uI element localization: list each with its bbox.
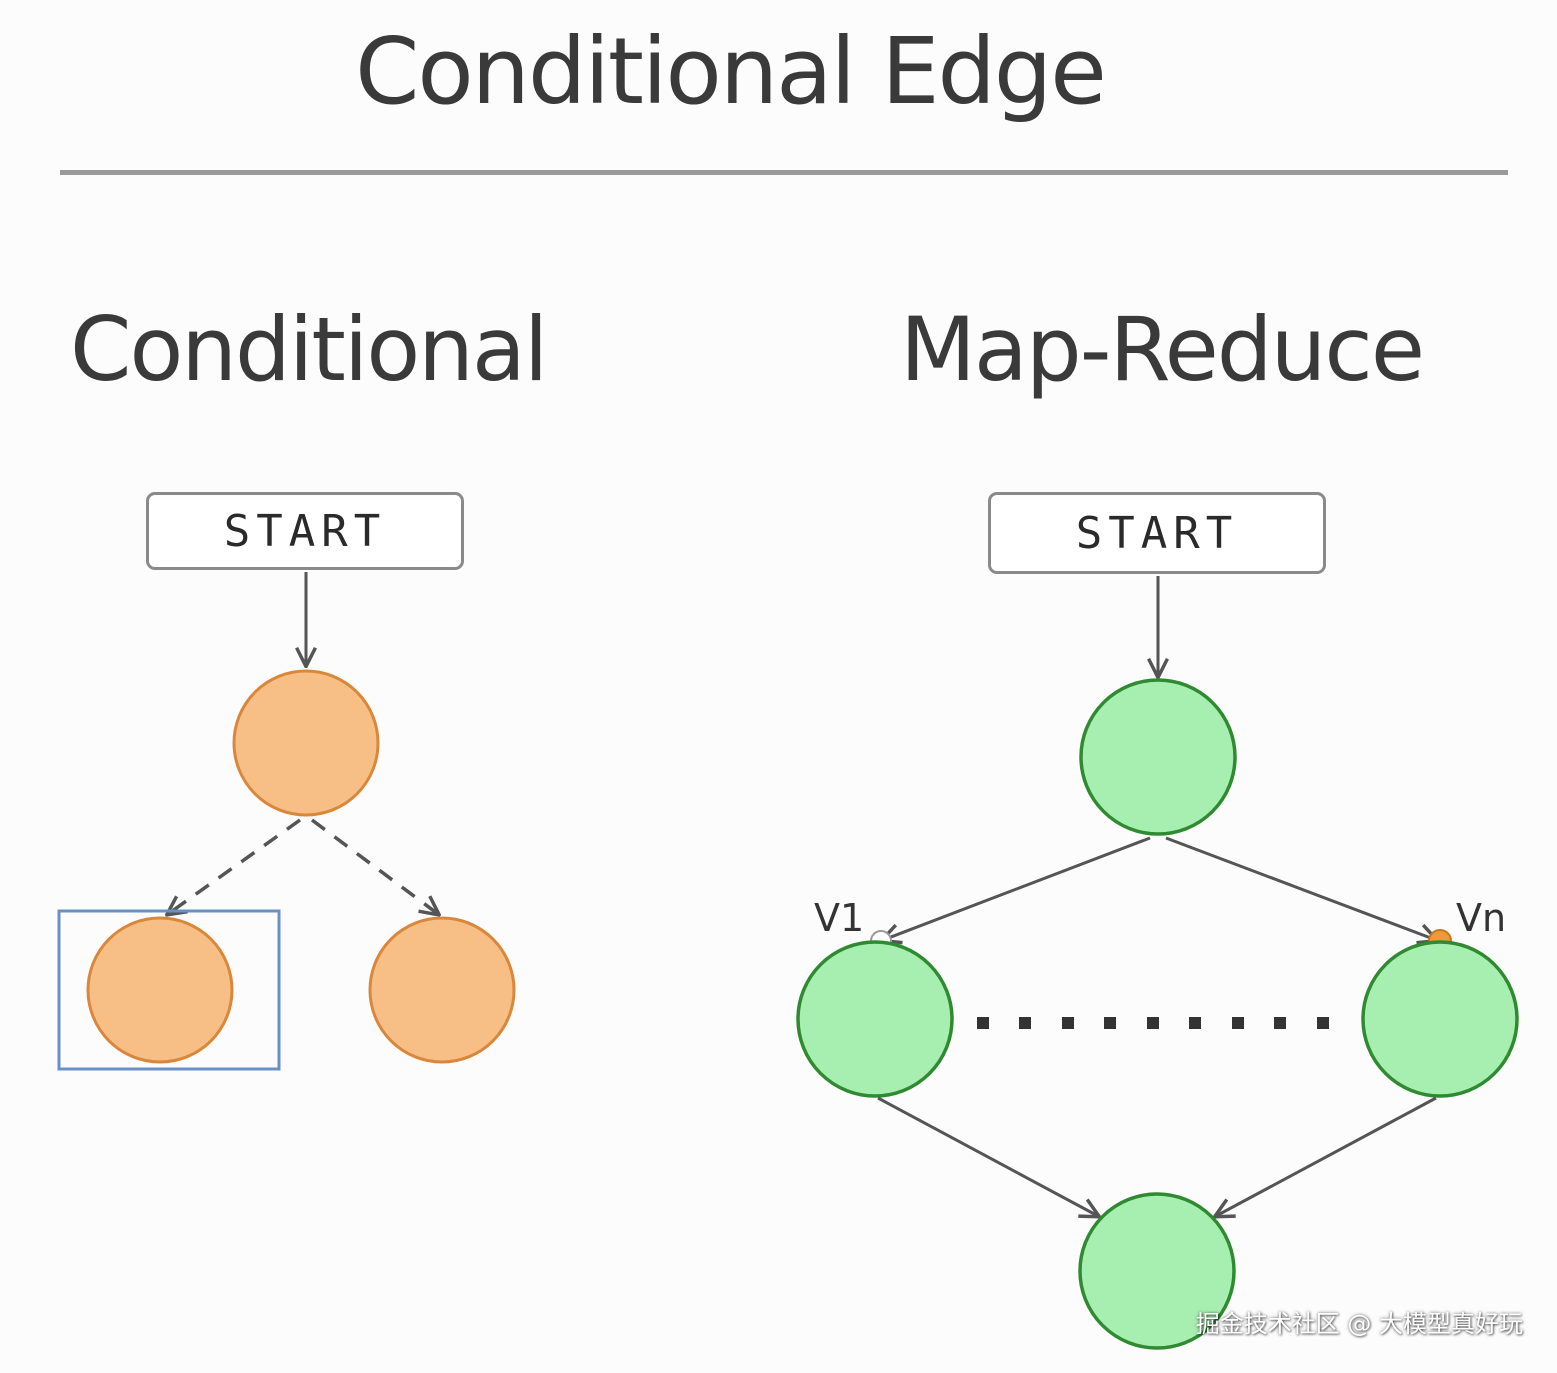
edge-vn-to-reduce (1216, 1096, 1437, 1216)
ellipsis-dot (1147, 1017, 1159, 1029)
ellipsis-dot (1104, 1017, 1116, 1029)
branch-node-left (86, 916, 234, 1064)
ellipsis-dot (1189, 1017, 1201, 1029)
edge-map-to-v1 (883, 836, 1151, 940)
conditional-diagram (57, 572, 516, 1071)
edge-map-to-vn (1165, 836, 1436, 940)
ellipsis-dots (977, 1017, 1329, 1029)
branch-node-right (368, 916, 516, 1064)
ellipsis-dot (1062, 1017, 1074, 1029)
conditional-edge-left (168, 818, 302, 914)
ellipsis-dot (1317, 1017, 1329, 1029)
conditional-start-node: START (146, 492, 464, 570)
ellipsis-dot (1019, 1017, 1031, 1029)
edge-v1-to-reduce (877, 1096, 1098, 1216)
ellipsis-dot (977, 1017, 989, 1029)
reduce-node (1078, 1192, 1236, 1350)
worker-node-vn (1361, 940, 1519, 1098)
page-title: Conditional Edge (355, 18, 1107, 125)
vn-label: Vn (1456, 896, 1506, 940)
title-divider (60, 170, 1508, 175)
conditional-edge-right (310, 818, 438, 914)
router-node (232, 669, 380, 817)
selected-branch-highlight (57, 909, 281, 1071)
map-reduce-start-node: START (988, 492, 1326, 574)
ellipsis-dot (1274, 1017, 1286, 1029)
v1-label: V1 (814, 896, 864, 940)
conditional-heading: Conditional (70, 298, 548, 401)
map-node (1079, 678, 1237, 836)
map-reduce-heading: Map-Reduce (900, 298, 1425, 401)
map-reduce-diagram: V1 Vn (796, 576, 1519, 1350)
ellipsis-dot (1232, 1017, 1244, 1029)
worker-node-v1 (796, 940, 954, 1098)
watermark: 掘金技术社区 @ 大模型真好玩 (1195, 1310, 1523, 1338)
